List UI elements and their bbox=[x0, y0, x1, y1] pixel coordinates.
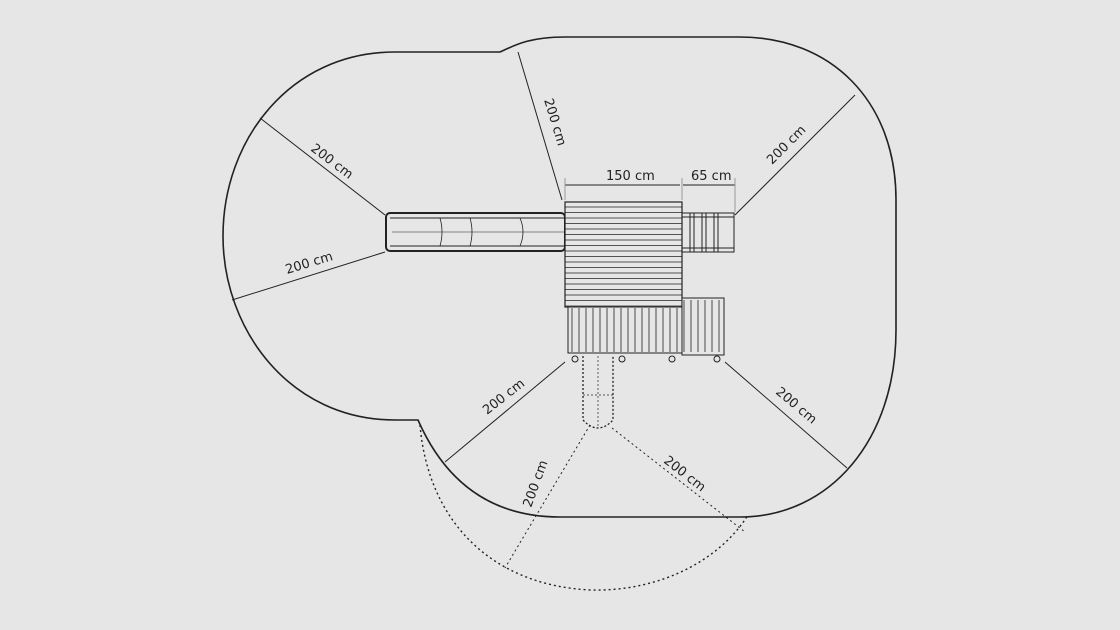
lower-fence bbox=[567, 297, 725, 363]
dim-label-right-upper: 200 cm bbox=[764, 123, 809, 168]
ladder bbox=[681, 212, 735, 253]
dim-label-swing-left: 200 cm bbox=[521, 458, 552, 509]
dim-label-ladder-width: 65 cm bbox=[691, 169, 732, 184]
dim-label-lower-left: 200 cm bbox=[480, 376, 528, 418]
dim-label-deck-width: 150 cm bbox=[606, 169, 655, 184]
dim-label-lower-right: 200 cm bbox=[772, 385, 819, 428]
dim-label-swing-right: 200 cm bbox=[661, 453, 709, 495]
safety-zone-outline bbox=[222, 36, 897, 518]
swing-zone-dotted-arc bbox=[419, 424, 749, 591]
dim-label-left-upper: 200 cm bbox=[308, 141, 356, 182]
slide bbox=[385, 212, 566, 252]
dimension-lines bbox=[231, 51, 856, 569]
platform-deck bbox=[564, 201, 683, 308]
swing-tube bbox=[582, 356, 614, 429]
dim-label-left-lower: 200 cm bbox=[284, 249, 335, 278]
